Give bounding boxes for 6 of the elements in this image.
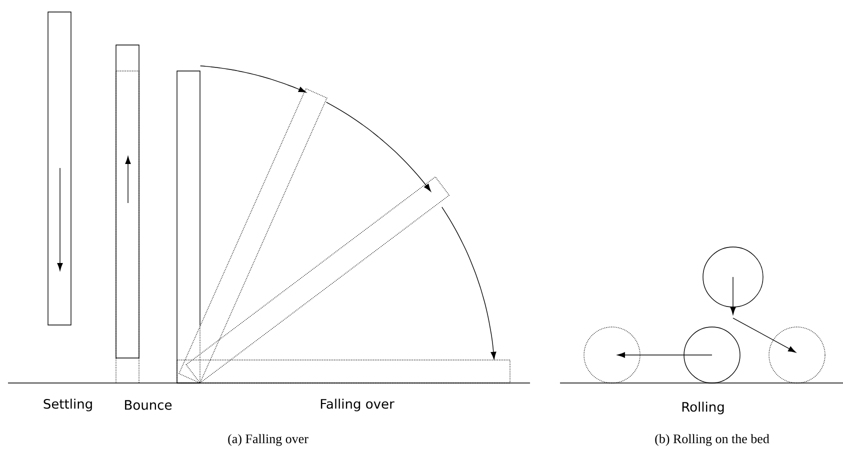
caption: (a) Falling over <box>228 434 308 446</box>
label: Bounce <box>125 400 172 410</box>
label: Falling over <box>320 398 394 412</box>
label: Settling <box>44 398 92 412</box>
caption: (b) Rolling on the bed <box>655 434 770 446</box>
label: Rolling <box>682 402 724 414</box>
